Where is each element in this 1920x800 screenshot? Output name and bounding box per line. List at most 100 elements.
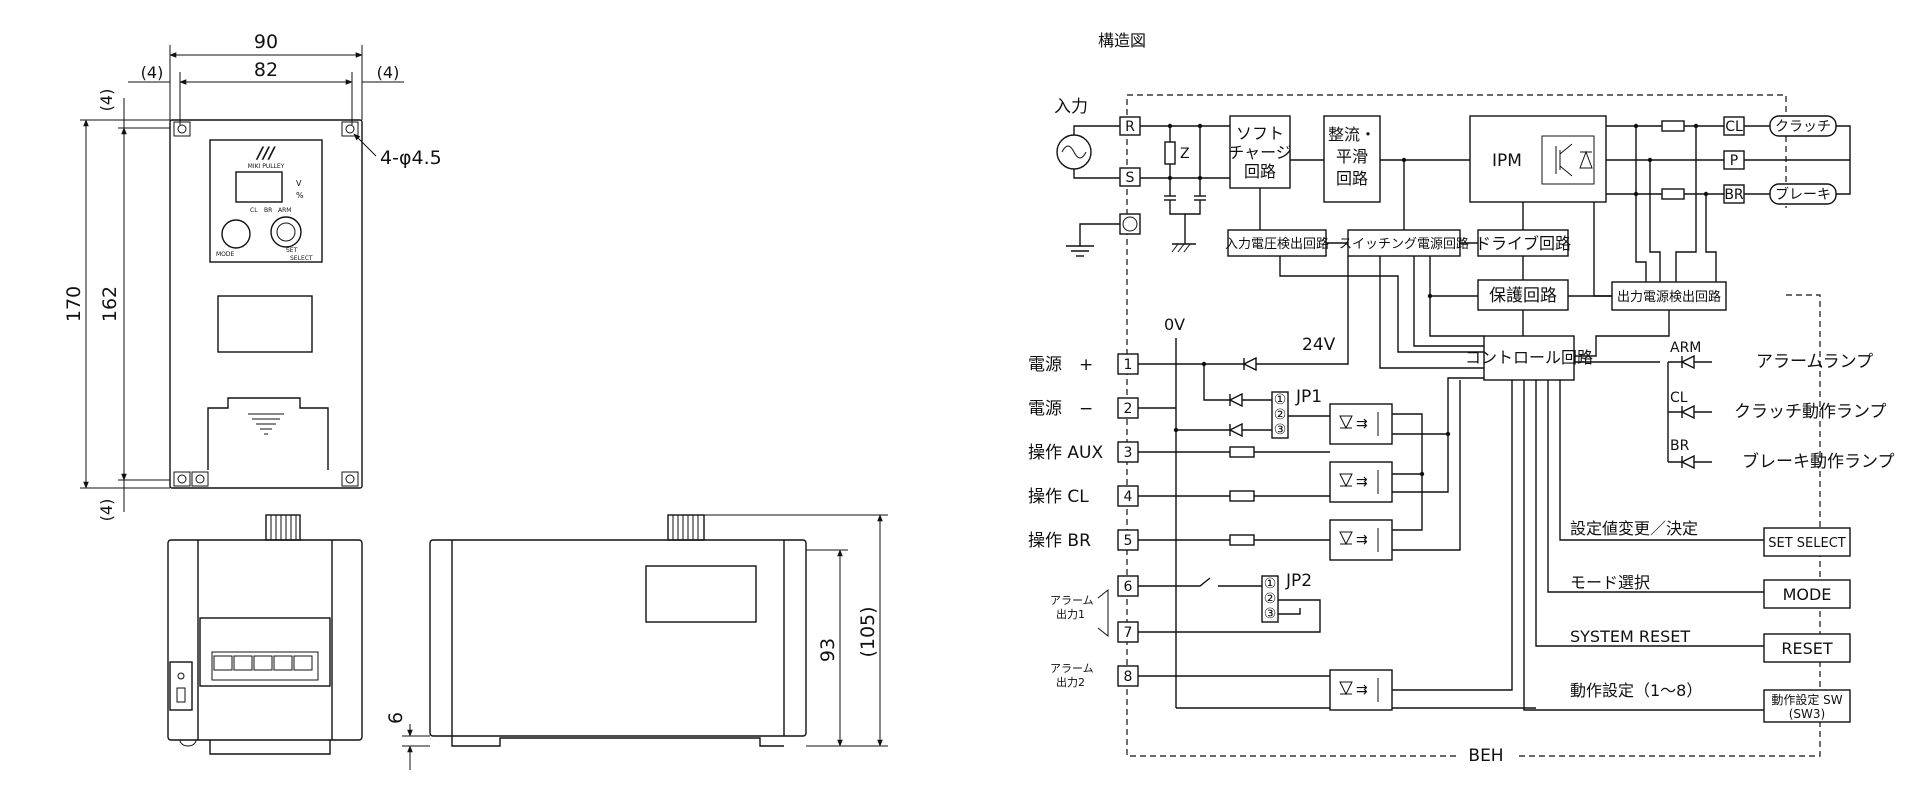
terminal-s: S (1126, 170, 1135, 186)
io-num-8: 8 (1124, 669, 1133, 685)
dim-depth-total: (105) (857, 606, 879, 657)
mode-button-icon (221, 219, 251, 249)
dim-side-left: (4) (141, 63, 164, 82)
soft-charge-line3: 回路 (1244, 162, 1276, 181)
jp2-pin3: ③ (1264, 606, 1277, 622)
op-setting-button: 動作設定 SW (1771, 692, 1842, 707)
io-label-1: 電源 + (1028, 355, 1093, 375)
alarm1-line1: アラーム (1050, 594, 1094, 607)
lamp-tag-br: BR (1670, 438, 1690, 454)
io-num-5: 5 (1124, 533, 1133, 549)
jp1-pin3: ③ (1274, 422, 1287, 438)
terminal-br: BR (1724, 187, 1744, 203)
ipm-label: IPM (1492, 151, 1522, 171)
jp2-label: JP2 (1285, 571, 1312, 591)
io-num-3: 3 (1124, 445, 1133, 461)
vent-icon (248, 413, 284, 435)
diagram-title: 構造図 (1098, 31, 1146, 50)
lamp-tag-cl: CL (1670, 390, 1688, 406)
footer-beh: BEH (1468, 746, 1503, 766)
io-label-3: 操作 AUX (1028, 443, 1103, 463)
terminal-p: P (1730, 153, 1738, 169)
setting-label-4: 動作設定（1～8） (1570, 681, 1702, 700)
io-num-1: 1 (1124, 357, 1133, 373)
set-select-button: SET SELECT (1768, 536, 1846, 551)
svg-text:MODE: MODE (216, 251, 235, 258)
svg-text:CL: CL (250, 207, 258, 214)
input-detect: 入力電圧検出回路 (1225, 236, 1329, 252)
panel-brand: MIKI PULLEY (248, 163, 285, 170)
led-icons (1667, 354, 1712, 470)
svg-text:SET: SET (286, 247, 298, 254)
out-clutch: クラッチ (1775, 119, 1831, 135)
varistor-z: Z (1180, 146, 1190, 162)
io-num-2: 2 (1124, 401, 1133, 417)
jp2-pin2: ② (1264, 591, 1277, 607)
svg-text:SELECT: SELECT (290, 255, 313, 262)
front-view: 90 82 (4) (4) 170 162 (4) (4) 4-φ4.5 /// (63, 31, 442, 521)
svg-text:%: % (296, 191, 304, 200)
side-view: 93 (105) 6 (385, 514, 888, 770)
mode-button: MODE (1783, 585, 1832, 604)
input-label: 入力 (1054, 97, 1088, 117)
setting-label-3: SYSTEM RESET (1570, 627, 1690, 646)
io-num-7: 7 (1124, 625, 1133, 641)
drive-circuit: ドライブ回路 (1475, 234, 1571, 253)
dim-inner-width: 82 (254, 59, 278, 81)
dim-overall-height: 170 (63, 286, 85, 322)
dim-hole: 4-φ4.5 (380, 147, 442, 169)
svg-text:⇉: ⇉ (1356, 416, 1368, 432)
svg-text:V: V (296, 179, 302, 188)
lamp-arm: アラームランプ (1756, 352, 1873, 372)
dim-top-margin: (4) (97, 89, 116, 112)
terminal-r: R (1125, 119, 1135, 135)
rectifier-line3: 回路 (1336, 169, 1368, 188)
jp1-pin1: ① (1274, 392, 1287, 408)
alarm2-line1: アラーム (1050, 662, 1094, 675)
out-brake: ブレーキ (1775, 186, 1831, 203)
io-label-2: 電源 − (1028, 399, 1093, 419)
soft-charge-line2: チャージ (1228, 143, 1292, 162)
rectifier-line2: 平滑 (1336, 147, 1368, 166)
io-num-6: 6 (1124, 579, 1133, 595)
alarm1-line2: 出力1 (1056, 607, 1085, 621)
switch-icon (169, 661, 193, 711)
jp1-pin2: ② (1274, 407, 1287, 423)
reset-button: RESET (1781, 639, 1832, 658)
jp2-pin1: ① (1264, 576, 1277, 592)
label-24v: 24V (1302, 335, 1336, 355)
rectifier-line1: 整流・ (1328, 125, 1376, 144)
set-select-dial-icon (270, 216, 302, 248)
dim-overall-width: 90 (254, 31, 278, 53)
output-detect: 出力電源検出回路 (1617, 289, 1721, 305)
lamp-br: ブレーキ動作ランプ (1742, 451, 1895, 472)
protect-circuit: 保護回路 (1489, 286, 1557, 306)
control-circuit: コントロール回路 (1465, 348, 1593, 367)
label-0v: 0V (1164, 315, 1185, 334)
op-setting-button-sw: (SW3) (1789, 707, 1825, 721)
setting-label-2: モード選択 (1570, 573, 1650, 592)
io-num-4: 4 (1124, 489, 1133, 505)
setting-label-1: 設定値変更／決定 (1570, 519, 1698, 538)
bottom-view (167, 514, 363, 755)
dim-bottom-margin: (4) (97, 499, 116, 522)
terminal-cl: CL (1725, 119, 1743, 135)
igbt-icon (1541, 135, 1595, 185)
lamp-tag-arm: ARM (1670, 340, 1701, 356)
svg-text:⇉: ⇉ (1356, 682, 1368, 698)
soft-charge-line1: ソフト (1236, 124, 1284, 143)
alarm2-line2: 出力2 (1056, 675, 1085, 689)
terminal-block-icon (211, 651, 319, 681)
switching-ps: スイッチング電源回路 (1339, 236, 1469, 252)
structure-diagram: 構造図 BEH 入力 R S Z (1028, 31, 1895, 766)
dim-foot: 6 (385, 712, 407, 724)
svg-text:///: /// (255, 143, 276, 162)
svg-text:⇉: ⇉ (1356, 532, 1368, 548)
svg-text:ARM: ARM (278, 207, 291, 214)
dim-inner-height: 162 (99, 286, 121, 322)
svg-text:⇉: ⇉ (1356, 474, 1368, 490)
lamp-cl: クラッチ動作ランプ (1734, 402, 1887, 422)
mount-hole-icons (173, 121, 359, 487)
io-label-5: 操作 BR (1028, 531, 1091, 551)
